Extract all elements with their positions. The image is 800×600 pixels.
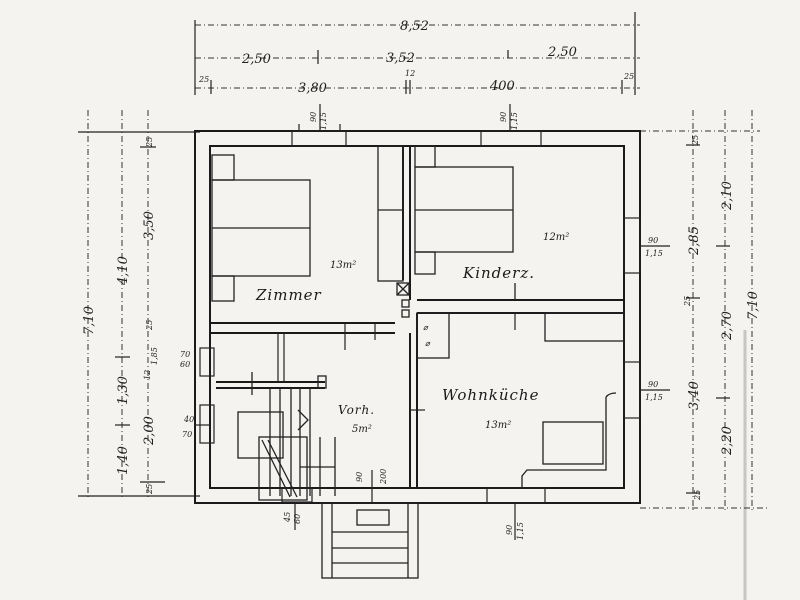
stove-symbol-2: ⌀	[425, 339, 431, 348]
window-stair-lower-height: 70	[182, 430, 192, 439]
room-zimmer: Zimmer 13m²	[255, 260, 356, 304]
dim-kinderz-width: 400	[489, 79, 515, 94]
dim-wall-right: 25	[623, 72, 634, 81]
dim-top-left: 2,50	[241, 52, 271, 67]
room-label-kinderz: Kinderz.	[462, 264, 535, 282]
dim-top-wall-left: 25	[145, 137, 154, 148]
dim-bottom-wall-left: 25	[145, 484, 154, 495]
window-zimmer-height: 1,15	[319, 112, 328, 130]
window-stair-lower-width: 40	[183, 415, 194, 424]
window-stair-bottom-height: 60	[293, 514, 302, 524]
furniture-wohnkueche: ⌀ ⌀	[416, 312, 625, 488]
left-dimension-chain: 7,10 4,10 3,50 25 25 1,30 12 1,85 1,40 2…	[78, 110, 200, 500]
window-stair-upper-height: 60	[180, 360, 190, 369]
top-dimension-chain: 8,52 2,50 3,52 2,50 25 3,80 12 400 25	[194, 12, 640, 96]
window-zimmer-width: 90	[309, 112, 318, 122]
dim-upper-inner-right: 2,85	[687, 226, 702, 256]
door-entrance-height: 200	[379, 469, 388, 485]
window-labels: 90 1,15 90 1,15 90 1,15 90 1,15 90 1,15 …	[180, 112, 663, 540]
window-stair-upper-width: 70	[180, 350, 190, 359]
dim-zimmer-width: 3,80	[298, 81, 327, 96]
window-kinderz-height: 1,15	[510, 112, 519, 130]
windows	[199, 104, 670, 540]
entrance-steps	[321, 502, 419, 579]
door-entrance-width: 90	[355, 472, 364, 482]
room-label-wohnkueche: Wohnküche	[442, 386, 539, 404]
dim-upper-outer-right: 2,10	[720, 181, 735, 211]
dim-mid-wall-left: 25	[145, 320, 154, 331]
window-kinderz-right-height: 1,15	[645, 249, 663, 258]
dim-lower-inner-right: 3,40	[687, 381, 702, 410]
window-kinderz-width: 90	[499, 112, 508, 122]
window-wohn-right-height: 1,15	[645, 393, 663, 402]
room-area-zimmer: 13m²	[330, 260, 356, 271]
dim-inner-wall: 12	[405, 69, 415, 78]
stove-symbol: ⌀	[423, 323, 429, 332]
right-dimension-chain: 25 2,10 2,85 25 2,70 7,10 3,40 2,20 25	[640, 110, 770, 510]
room-area-kinderz: 12m²	[543, 232, 569, 243]
dim-upper-outer-left: 4,10	[116, 256, 131, 286]
window-kinderz-right-width: 90	[648, 236, 658, 245]
room-label-zimmer: Zimmer	[255, 286, 322, 304]
dim-lower-col3: 2,00	[142, 416, 157, 446]
window-wohn-bottom-width: 90	[505, 525, 514, 535]
dim-mid-outer-right: 2,70	[720, 311, 735, 341]
room-wohnkueche: Wohnküche 13m²	[442, 386, 539, 431]
dim-top-middle: 3,52	[386, 51, 415, 66]
dim-mid-col2: 1,30	[116, 376, 131, 405]
window-wohn-bottom-height: 1,15	[516, 522, 525, 540]
dim-upper-inner-left: 3,50	[142, 211, 157, 240]
dim-overall-depth-left: 7,10	[82, 306, 97, 335]
room-area-wohnkueche: 13m²	[485, 420, 511, 431]
dim-top-wall-right: 25	[691, 135, 700, 146]
room-kinderz: Kinderz. 12m²	[462, 232, 569, 282]
furniture-zimmer	[211, 145, 404, 302]
window-stair-bottom-width: 45	[283, 512, 292, 523]
furniture-kinderz	[414, 145, 516, 300]
dim-overall-depth-right: 7,10	[746, 291, 761, 320]
room-label-vorh: Vorh.	[338, 403, 375, 417]
room-area-vorh: 5m²	[352, 424, 372, 435]
staircase	[237, 372, 336, 501]
dim-bottom-wall-right: 25	[693, 490, 702, 501]
window-wohn-right-width: 90	[648, 380, 658, 389]
dim-mid-col3: 12	[143, 370, 152, 380]
dim-mid-wall-right: 25	[683, 296, 692, 307]
dim-top-right: 2,50	[547, 45, 577, 60]
dim-mid-col3b: 1,85	[150, 347, 159, 365]
dim-lower-outer-right: 2,20	[720, 426, 735, 456]
dim-overall-width: 8,52	[400, 19, 429, 34]
door-openings	[195, 313, 516, 426]
dim-lower-col2: 1,40	[116, 446, 131, 475]
room-vorh: Vorh. 5m²	[338, 403, 375, 435]
dim-wall-left: 25	[198, 75, 209, 84]
chimney	[396, 282, 410, 318]
